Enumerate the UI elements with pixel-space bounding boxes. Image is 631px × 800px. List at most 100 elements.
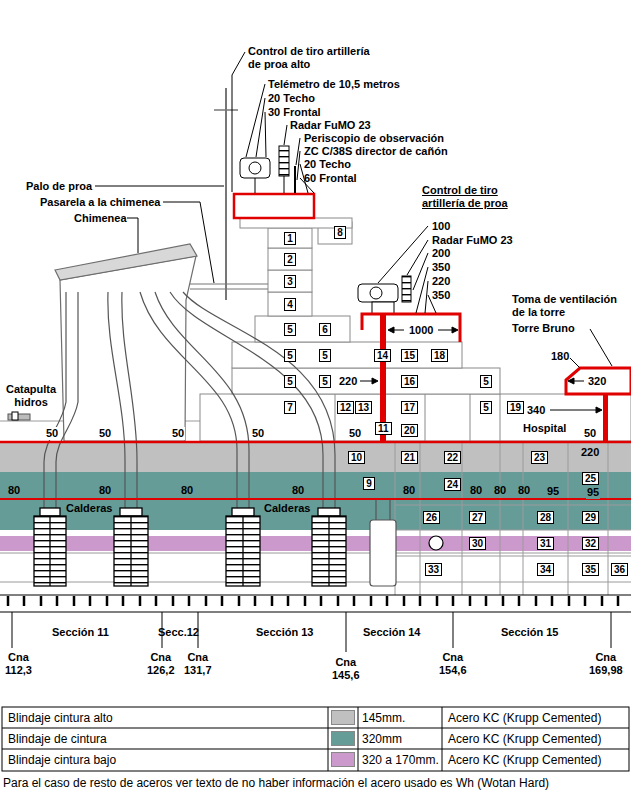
compartment-box: 34 — [537, 563, 554, 576]
callout-number: 8 — [337, 227, 343, 238]
table-cell: 320 a 170mm. — [362, 753, 439, 767]
compartment-box: 5 — [480, 401, 492, 414]
compartment-box: 4 — [284, 298, 296, 311]
callout-label: Control de tiro artillería de proa — [422, 184, 522, 210]
dimension-label: 220 — [338, 375, 358, 388]
compartment-box: 26 — [423, 511, 440, 524]
funnel — [55, 244, 197, 280]
compartment-box: 20 — [401, 424, 418, 437]
keel-frames — [8, 596, 618, 606]
table-cell: 320mm — [362, 732, 402, 746]
legend-swatch — [331, 752, 355, 767]
table-cell: Acero KC (Krupp Cemented) — [448, 711, 601, 725]
callout-number: 2 — [287, 254, 293, 265]
fore-director — [358, 276, 460, 441]
compartment-box: 15 — [401, 349, 418, 362]
compartment-box: 5 — [284, 375, 296, 388]
frame-label: Cna 154,6 — [439, 651, 467, 677]
callout-number: 21 — [404, 452, 415, 463]
compartment-box: 28 — [537, 511, 554, 524]
compartment-box: 2 — [284, 253, 296, 266]
callout-number: 5 — [483, 376, 489, 387]
upper-director — [294, 166, 296, 193]
part-label: Torre Bruno — [512, 322, 575, 335]
section-scale — [12, 612, 611, 652]
machinery — [370, 520, 396, 586]
upper-director — [240, 158, 270, 178]
turret-vent — [603, 394, 608, 441]
frame-label: Cna 169,98 — [589, 651, 623, 677]
dimension-arrows — [360, 330, 596, 410]
section-scale — [0, 612, 631, 652]
callout-number: 10 — [351, 452, 362, 463]
callout-label: 350 — [432, 289, 450, 302]
compartment-box: 11 — [375, 422, 392, 435]
callout-number: 17 — [404, 402, 415, 413]
walkway-and-mast — [214, 109, 238, 111]
fore-director — [372, 302, 394, 314]
dimension-arrows — [568, 378, 574, 384]
legend-swatch — [331, 731, 355, 746]
callout-number: 35 — [585, 564, 596, 575]
compartment-box: 16 — [401, 375, 418, 388]
part-label: Palo de proa — [26, 180, 92, 193]
legend-table — [2, 707, 629, 771]
section-label: Sección 15 — [501, 626, 558, 639]
compartment-box: 36 — [611, 563, 628, 576]
part-label: Chimenea — [74, 212, 127, 225]
keel-frames — [0, 595, 631, 596]
callout-label: Telémetro de 10,5 metros — [268, 78, 400, 91]
walkway-and-mast — [190, 284, 268, 289]
dimension-label: 80 — [469, 484, 483, 497]
compartment-box: 13 — [355, 401, 372, 414]
callout-number: 5 — [287, 376, 293, 387]
compartment-box: 31 — [537, 537, 554, 550]
callout-number: 11 — [378, 423, 389, 434]
superstructure — [335, 394, 500, 441]
dimension-label: 340 — [526, 404, 546, 417]
callout-number: 30 — [472, 538, 483, 549]
leader-lines — [570, 358, 580, 368]
armor-deck-lines — [0, 442, 631, 499]
boiler — [232, 508, 254, 516]
callout-number: 19 — [510, 402, 521, 413]
leader-lines — [127, 218, 138, 253]
hull-grid — [0, 421, 631, 595]
leader-lines — [407, 240, 428, 275]
compartment-box: 12 — [337, 401, 354, 414]
table-cell: Acero KC (Krupp Cemented) — [448, 732, 601, 746]
upper-director — [279, 146, 289, 176]
superstructure — [268, 270, 312, 292]
dimension-label: 50 — [348, 427, 362, 440]
callout-number: 3 — [287, 276, 293, 287]
compartment-box: 33 — [425, 563, 442, 576]
dimension-label: 50 — [171, 427, 185, 440]
dimension-label: 1000 — [408, 324, 434, 337]
upper-director — [234, 194, 314, 218]
compartment-box: 30 — [469, 537, 486, 550]
callout-number: 15 — [404, 350, 415, 361]
callout-label: 30 Frontal — [268, 106, 321, 119]
leader-lines — [95, 52, 612, 368]
funnel — [55, 244, 197, 441]
fore-director — [358, 284, 398, 302]
compartment-box: 29 — [582, 511, 599, 524]
machinery — [429, 536, 443, 550]
catapult — [8, 412, 30, 420]
catapult — [12, 412, 18, 420]
compartment-box: 7 — [284, 401, 296, 414]
walkway-and-mast — [225, 88, 227, 300]
callout-number: 24 — [447, 479, 458, 490]
callout-number: 5 — [322, 350, 328, 361]
legend-text: Blindaje cintura alto — [8, 711, 113, 725]
compartment-box: 18 — [431, 349, 448, 362]
section-label: Sección 11 — [52, 626, 109, 639]
compartment-box: 5 — [480, 375, 492, 388]
section-label: Sección 14 — [363, 626, 420, 639]
superstructure — [200, 218, 631, 441]
callout-number: 12 — [340, 402, 351, 413]
boiler — [120, 508, 142, 516]
superstructure — [268, 248, 312, 270]
callout-number: 5 — [287, 350, 293, 361]
